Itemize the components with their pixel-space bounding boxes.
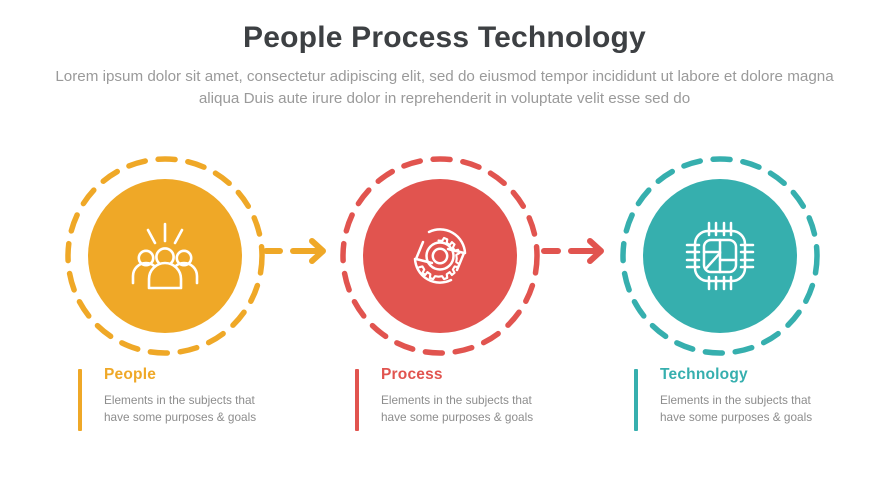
caption-description-process: Elements in the subjects that have some … [381,392,605,426]
caption-technology: Technology Elements in the subjects that… [634,366,884,431]
dashed-ring-process [340,156,540,356]
caption-description-line-1: Elements in the subjects that [104,393,255,407]
stages-row [0,156,889,356]
stage-technology[interactable] [620,156,820,356]
stage-process[interactable] [340,156,540,356]
caption-title-process: Process [381,366,443,383]
dashed-ring-people [65,156,265,356]
caption-people: People Elements in the subjects that hav… [78,366,328,431]
header: People Process Technology Lorem ipsum do… [0,18,889,110]
accent-bar-technology [634,369,638,431]
page-subtitle: Lorem ipsum dolor sit amet, consectetur … [55,68,834,107]
accent-bar-people [78,369,82,431]
caption-description-line-2: have some purposes & goals [104,410,257,424]
accent-bar-process [355,369,359,431]
gear-cycle-icon [363,179,517,333]
stage-people[interactable] [65,156,265,356]
caption-title-people: People [104,366,157,383]
dashed-ring-technology [620,156,820,356]
caption-description-line-1: Elements in the subjects that [381,393,532,407]
caption-description-line-1: Elements in the subjects that [660,393,811,407]
caption-description-technology: Elements in the subjects that have some … [660,392,884,426]
dashed-arrow-right-icon-1 [263,238,335,264]
microchip-icon [643,179,797,333]
people-group-icon [88,179,242,333]
dashed-arrow-right-icon-2 [541,238,613,264]
caption-description-people: Elements in the subjects that have some … [104,392,328,426]
caption-title-technology: Technology [660,366,748,383]
caption-description-line-2: have some purposes & goals [660,410,813,424]
circle-fill-process [363,179,517,333]
caption-description-line-2: have some purposes & goals [381,410,534,424]
captions-row: People Elements in the subjects that hav… [0,366,889,446]
page-title: People Process Technology [243,21,646,54]
caption-process: Process Elements in the subjects that ha… [355,366,605,431]
